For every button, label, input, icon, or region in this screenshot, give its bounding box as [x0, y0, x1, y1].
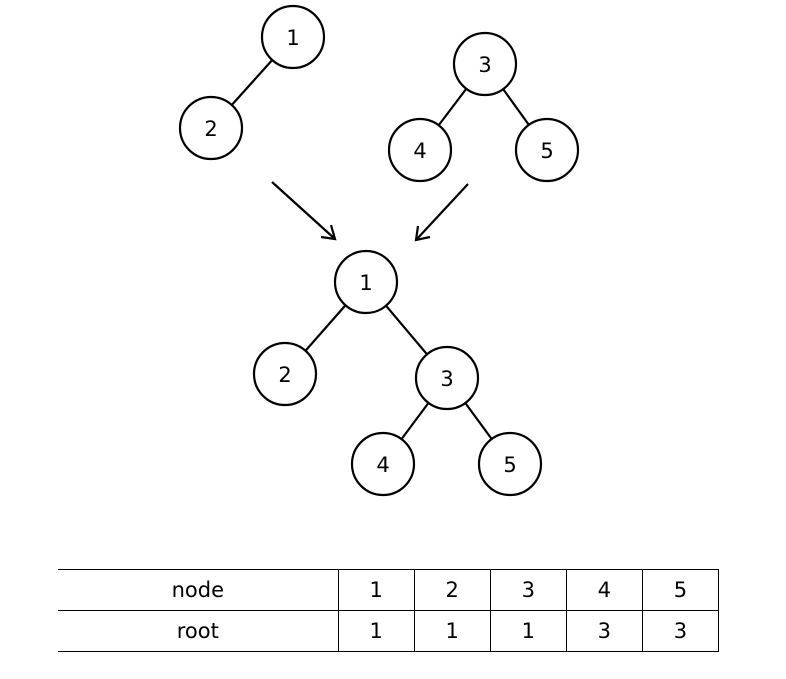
table-cell: 2 — [413, 569, 491, 611]
table-cell: 1 — [337, 610, 415, 652]
node-label: 3 — [478, 53, 491, 77]
node-circle — [178, 95, 244, 161]
merge-arrow-left-head — [320, 224, 337, 241]
node-label: 4 — [376, 453, 389, 477]
merged-tree-edge — [304, 304, 347, 352]
table-cell: 3 — [489, 569, 567, 611]
right-tree-node-4: 4 — [387, 117, 453, 183]
table-cell: 5 — [641, 569, 720, 611]
merged-tree-node-3: 3 — [414, 345, 480, 411]
merged-tree-edge — [400, 402, 430, 440]
node-label: 5 — [503, 453, 516, 477]
node-circle — [414, 345, 480, 411]
merge-arrow-left — [271, 181, 336, 240]
node-circle — [260, 4, 326, 70]
arrows-layer — [271, 181, 469, 242]
edges-layer — [230, 59, 530, 440]
table-cell: 1 — [489, 610, 567, 652]
node-circle — [333, 249, 399, 315]
merge-arrow-right — [415, 183, 469, 241]
node-circle — [514, 117, 580, 183]
merged-tree-node-1: 1 — [333, 249, 399, 315]
table-cell: 1 — [337, 569, 415, 611]
merged-tree-node-4: 4 — [350, 431, 416, 497]
table-cell: 3 — [641, 610, 720, 652]
node-circle — [477, 431, 543, 497]
right-tree-node-5: 5 — [514, 117, 580, 183]
left-tree-edge — [230, 59, 274, 106]
row-header: root — [58, 610, 339, 652]
node-label: 2 — [204, 117, 217, 141]
right-tree-edge — [502, 88, 530, 126]
node-label: 2 — [278, 363, 291, 387]
left-tree-node-1: 1 — [260, 4, 326, 70]
merged-tree-edge — [385, 304, 428, 356]
merged-tree-node-5: 5 — [477, 431, 543, 497]
right-tree-edge — [437, 88, 468, 126]
row-header: node — [58, 569, 339, 611]
merge-arrow-right-head — [414, 225, 431, 242]
node-circle — [350, 431, 416, 497]
node-circle — [252, 341, 318, 407]
node-label: 1 — [359, 271, 372, 295]
union-find-diagram: 1 2 3 4 5 1 2 3 4 5 — [178, 4, 580, 497]
nodes-layer: 1 2 3 4 5 1 2 3 4 5 — [178, 4, 580, 497]
left-tree-node-2: 2 — [178, 95, 244, 161]
merged-tree-edge — [464, 402, 493, 440]
node-circle — [452, 31, 518, 97]
node-label: 5 — [540, 139, 553, 163]
node-label: 4 — [413, 139, 426, 163]
table-cell: 1 — [413, 610, 491, 652]
node-label: 1 — [286, 26, 299, 50]
node-label: 3 — [440, 367, 453, 391]
node-circle — [387, 117, 453, 183]
merged-tree-node-2: 2 — [252, 341, 318, 407]
right-tree-node-3: 3 — [452, 31, 518, 97]
table-cell: 3 — [565, 610, 643, 652]
table-cell: 4 — [565, 569, 643, 611]
